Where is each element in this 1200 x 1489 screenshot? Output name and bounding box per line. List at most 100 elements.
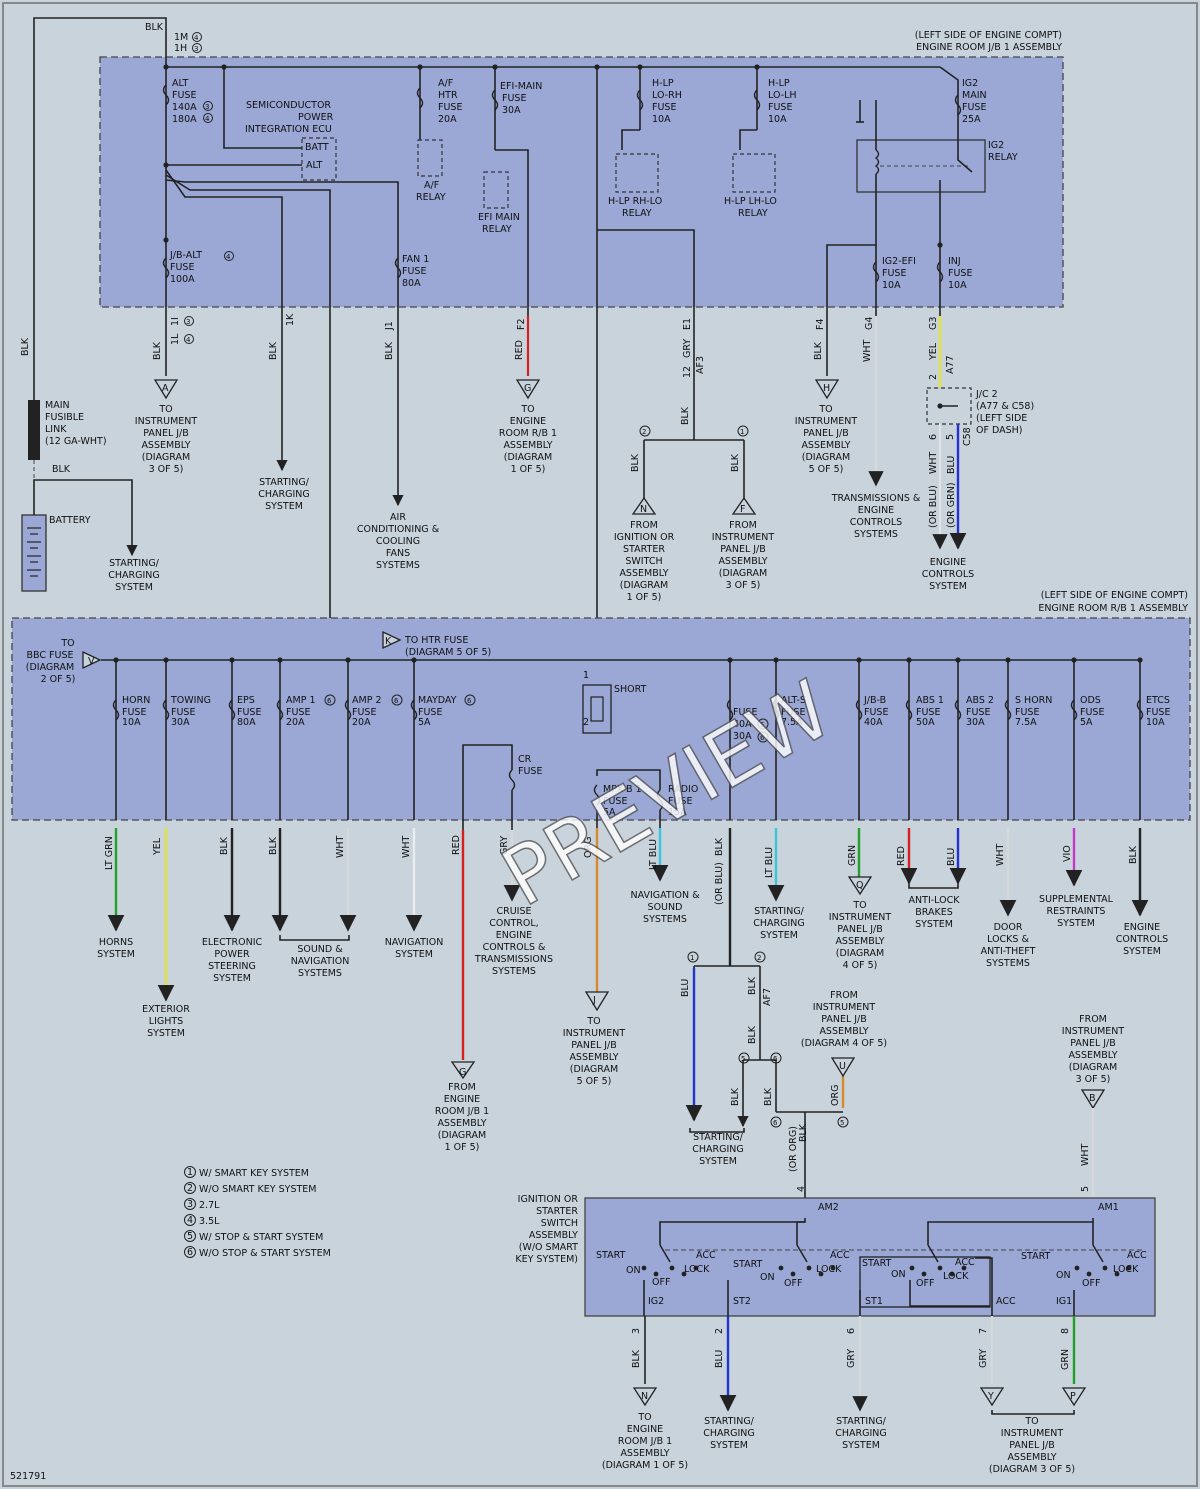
svg-text:BLK: BLK (730, 1087, 741, 1106)
svg-text:RELAY: RELAY (738, 208, 768, 219)
svg-text:SYSTEM: SYSTEM (395, 949, 433, 960)
svg-text:FROM: FROM (729, 520, 757, 531)
svg-text:ON: ON (891, 1269, 906, 1280)
svg-text:LOCKS &: LOCKS & (987, 934, 1029, 945)
svg-text:SYSTEMS: SYSTEMS (376, 560, 420, 571)
svg-text:GRN: GRN (1060, 1349, 1071, 1370)
switch-blade (927, 1244, 939, 1263)
svg-text:(DIAGRAM 3 OF 5): (DIAGRAM 3 OF 5) (989, 1464, 1075, 1475)
ig2-relay (856, 139, 986, 193)
svg-text:SYSTEM: SYSTEM (213, 973, 251, 984)
svg-text:SYSTEMS: SYSTEMS (492, 966, 536, 977)
svg-text:C58: C58 (962, 427, 973, 446)
svg-text:10A: 10A (768, 114, 787, 125)
svg-text:MAIN: MAIN (962, 90, 987, 101)
svg-text:SWITCH: SWITCH (625, 556, 662, 567)
switch-blade (796, 1244, 808, 1263)
svg-text:SUPPLEMENTAL: SUPPLEMENTAL (1039, 894, 1114, 905)
af-relay (417, 139, 443, 177)
svg-text:SYSTEM: SYSTEM (97, 949, 135, 960)
legend-text: W/ SMART KEY SYSTEM (199, 1168, 309, 1179)
fuse-element (228, 699, 236, 721)
legend-marker (184, 1166, 196, 1178)
lower-labels: 1 2 5 6 6 5 BLU BLK AF7 BLK BLK BLK ORG … (680, 951, 1124, 1192)
svg-text:IG2: IG2 (648, 1296, 664, 1307)
svg-text:IG2: IG2 (962, 78, 978, 89)
svg-text:50A: 50A (916, 717, 935, 728)
svg-text:LT BLU: LT BLU (648, 839, 659, 870)
svg-text:BLK: BLK (268, 341, 279, 360)
svg-text:FUSE: FUSE (237, 707, 261, 718)
svg-text:6: 6 (773, 1055, 778, 1063)
rb1-fuses (107, 657, 1149, 1060)
svg-text:CHARGING: CHARGING (703, 1428, 755, 1439)
svg-text:GRN: GRN (847, 845, 858, 866)
svg-text:NAVIGATION: NAVIGATION (385, 937, 444, 948)
svg-text:6: 6 (394, 697, 399, 705)
svg-text:ASSEMBLY: ASSEMBLY (801, 440, 850, 451)
svg-text:(OR BLU): (OR BLU) (928, 485, 939, 528)
svg-text:ENGINE: ENGINE (627, 1424, 663, 1435)
svg-text:FUSE: FUSE (948, 268, 972, 279)
svg-text:FUSE: FUSE (171, 707, 195, 718)
legend-marker (184, 1214, 196, 1226)
svg-text:(DIAGRAM: (DIAGRAM (802, 452, 850, 463)
svg-text:RELAY: RELAY (482, 224, 512, 235)
legend-marker (184, 1182, 196, 1194)
svg-text:SYSTEM: SYSTEM (710, 1440, 748, 1451)
svg-text:ASSEMBLY: ASSEMBLY (620, 1448, 669, 1459)
svg-text:N: N (641, 1391, 648, 1402)
svg-text:V: V (88, 656, 95, 667)
svg-text:ASSEMBLY: ASSEMBLY (718, 556, 767, 567)
svg-text:140A: 140A (172, 102, 197, 113)
svg-text:20A: 20A (286, 717, 305, 728)
svg-text:G3: G3 (928, 317, 939, 330)
svg-text:ANTI-THEFT: ANTI-THEFT (981, 946, 1036, 957)
svg-text:6: 6 (760, 734, 765, 742)
svg-text:G: G (459, 1067, 466, 1078)
svg-text:FUSE: FUSE (1015, 707, 1039, 718)
jb1-title-2: ENGINE ROOM J/B 1 ASSEMBLY (916, 42, 1062, 53)
svg-text:(DIAGRAM: (DIAGRAM (719, 568, 767, 579)
svg-text:ABS 1: ABS 1 (916, 695, 944, 706)
svg-text:FUSE: FUSE (402, 266, 426, 277)
svg-text:ACC: ACC (955, 1257, 975, 1268)
svg-text:180A: 180A (172, 114, 197, 125)
svg-text:40A: 40A (864, 717, 883, 728)
svg-text:(LEFT SIDE OF ENGINE COMPT): (LEFT SIDE OF ENGINE COMPT) (1041, 590, 1188, 601)
svg-text:POWER: POWER (214, 949, 250, 960)
svg-text:Y: Y (987, 1391, 994, 1402)
svg-text:K: K (385, 636, 392, 647)
svg-text:BATT: BATT (305, 142, 329, 153)
fuse-element (344, 699, 352, 721)
fuse-element (905, 699, 913, 721)
ignition-switch-contacts (641, 1244, 1132, 1316)
svg-text:OFF: OFF (916, 1278, 934, 1289)
svg-text:FUSE: FUSE (438, 102, 462, 113)
rb1-wire-labels: LT GRN YEL BLK BLK WHT WHT RED GRY ORG L… (104, 835, 1139, 905)
svg-text:TOWING: TOWING (170, 695, 211, 706)
svg-text:ALT: ALT (172, 78, 188, 89)
switch-contact (693, 1265, 699, 1271)
fuse-element (1136, 699, 1144, 721)
svg-text:CR: CR (518, 754, 532, 765)
svg-text:FUSE: FUSE (122, 707, 146, 718)
svg-text:ASSEMBLY: ASSEMBLY (529, 1230, 578, 1241)
svg-text:ST1: ST1 (865, 1296, 883, 1307)
svg-text:6: 6 (928, 434, 939, 440)
svg-text:SOUND &: SOUND & (297, 944, 343, 955)
svg-text:LINK: LINK (45, 424, 67, 435)
svg-text:BLK: BLK (152, 341, 163, 360)
svg-text:AM1: AM1 (1098, 1202, 1119, 1213)
svg-text:3: 3 (631, 1328, 642, 1334)
svg-text:TO: TO (158, 404, 172, 415)
svg-text:OFF: OFF (784, 1278, 802, 1289)
svg-text:BRAKES: BRAKES (915, 907, 953, 918)
svg-text:GRY: GRY (846, 1349, 857, 1368)
svg-text:STARTING/: STARTING/ (754, 906, 805, 917)
svg-text:BLK: BLK (20, 337, 31, 356)
legend-text: 3.5L (199, 1216, 220, 1227)
svg-text:BLK: BLK (268, 836, 279, 855)
svg-text:INSTRUMENT: INSTRUMENT (135, 416, 198, 427)
svg-text:J/B-ALT: J/B-ALT (169, 250, 202, 261)
